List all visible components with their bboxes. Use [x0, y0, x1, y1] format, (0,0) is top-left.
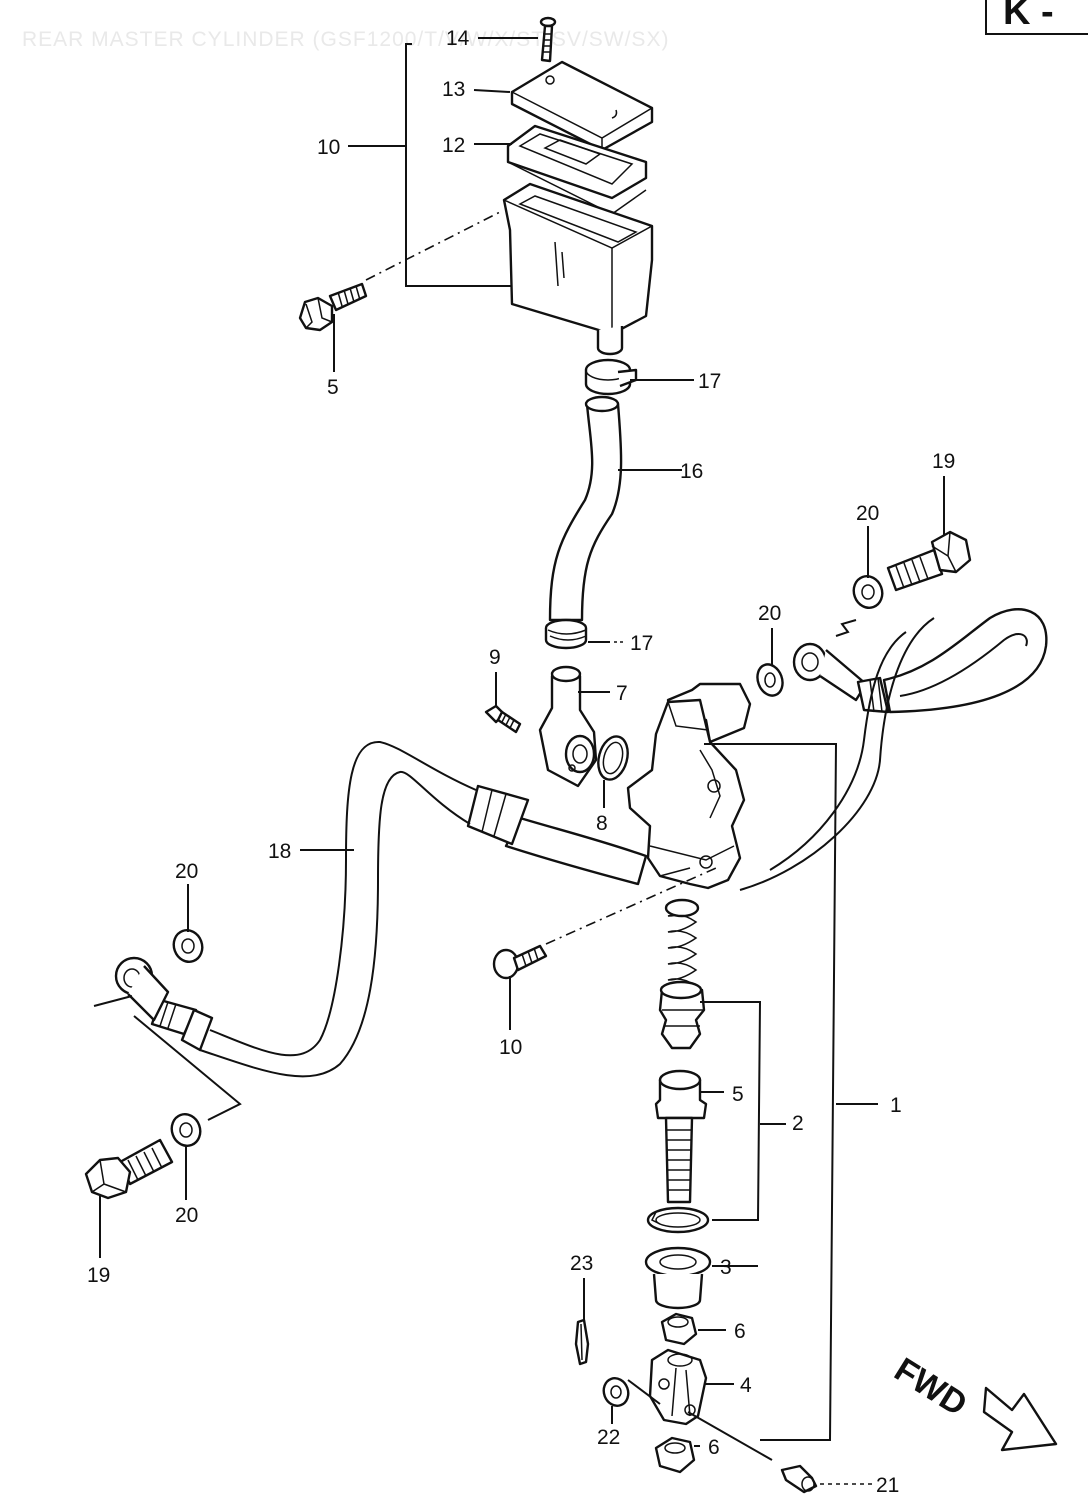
circlip [646, 1206, 710, 1234]
callout-5-rod: 5 [732, 1083, 744, 1106]
boot-3 [644, 1246, 712, 1310]
washer-22 [602, 1377, 630, 1407]
callout-9: 9 [489, 646, 501, 669]
callout-13: 13 [442, 78, 465, 101]
callout-18: 18 [268, 840, 291, 863]
callout-2: 2 [792, 1112, 804, 1135]
reservoir-cap-13 [510, 60, 654, 152]
brake-hose-18 [114, 740, 648, 1078]
hose-clamp-17-bottom [544, 618, 588, 650]
lock-nut-6-lower [654, 1436, 696, 1474]
forward-direction-indicator: FWD [888, 1351, 1058, 1452]
callout-3: 3 [720, 1256, 732, 1279]
callout-17-top: 17 [698, 370, 721, 393]
reference-box: K - [985, 0, 1088, 35]
callout-16: 16 [680, 460, 703, 483]
reservoir-diaphragm-12 [506, 124, 648, 215]
fwd-label: FWD [888, 1351, 974, 1424]
callout-23: 23 [570, 1252, 593, 1275]
callout-20-left: 20 [175, 860, 198, 883]
callout-20-top: 20 [856, 502, 879, 525]
callout-4: 4 [740, 1374, 752, 1397]
diagram-title: REAR MASTER CYLINDER (GSF1200/T/V/W/X/ST… [22, 28, 669, 51]
callout-20-bottom: 20 [175, 1204, 198, 1227]
callout-7: 7 [616, 682, 628, 705]
callout-10-reservoir: 10 [317, 136, 340, 159]
cotter-pin-23 [574, 1318, 590, 1366]
callout-12: 12 [442, 134, 465, 157]
sealing-washer-20-top [852, 575, 884, 609]
sealing-washer-20-mid [756, 663, 784, 697]
reference-code: K - [1003, 0, 1054, 33]
piston-set-bracket-2 [700, 1001, 762, 1221]
reservoir-mount-bolt-5 [298, 282, 368, 332]
banjo-bolt-19-bottom [84, 1138, 174, 1200]
sealing-washer-20-left [172, 929, 204, 963]
banjo-bolt-19-top [886, 530, 972, 592]
callout-22: 22 [597, 1426, 620, 1449]
callout-1: 1 [890, 1094, 902, 1117]
reservoir-group-bracket [405, 43, 512, 287]
o-ring-8 [597, 735, 629, 781]
callout-20-mid: 20 [758, 602, 781, 625]
sealing-washer-20-bottom [170, 1113, 202, 1147]
callout-19-bottom: 19 [87, 1264, 110, 1287]
assembly-bracket-1 [704, 743, 838, 1441]
piston-kit [658, 980, 706, 1050]
callout-6-lower: 6 [708, 1436, 720, 1459]
inlet-connector-7 [538, 665, 598, 788]
reservoir-screw-14 [539, 16, 557, 63]
mounting-screw-10 [492, 944, 548, 980]
callout-6-upper: 6 [734, 1320, 746, 1343]
hose-clamp-17-top [584, 358, 638, 396]
clevis-pin-21 [780, 1464, 818, 1494]
reservoir-tank-10 [502, 182, 654, 356]
callout-10-screw: 10 [499, 1036, 522, 1059]
connector-screw-9 [484, 704, 522, 734]
clevis-4 [648, 1348, 708, 1426]
callout-17-mid: 17 [630, 632, 653, 655]
callout-5-bolt: 5 [327, 376, 339, 399]
callout-19-top: 19 [932, 450, 955, 473]
pushrod-5 [654, 1069, 708, 1204]
master-cylinder-body-1 [626, 682, 752, 890]
fwd-arrow-icon [982, 1386, 1058, 1452]
callout-8: 8 [596, 812, 608, 835]
upper-brake-hose [739, 608, 1048, 891]
reservoir-hose-16 [548, 395, 623, 622]
callout-21: 21 [876, 1474, 899, 1497]
callout-14: 14 [446, 27, 470, 50]
lock-nut-6-upper [660, 1312, 698, 1346]
